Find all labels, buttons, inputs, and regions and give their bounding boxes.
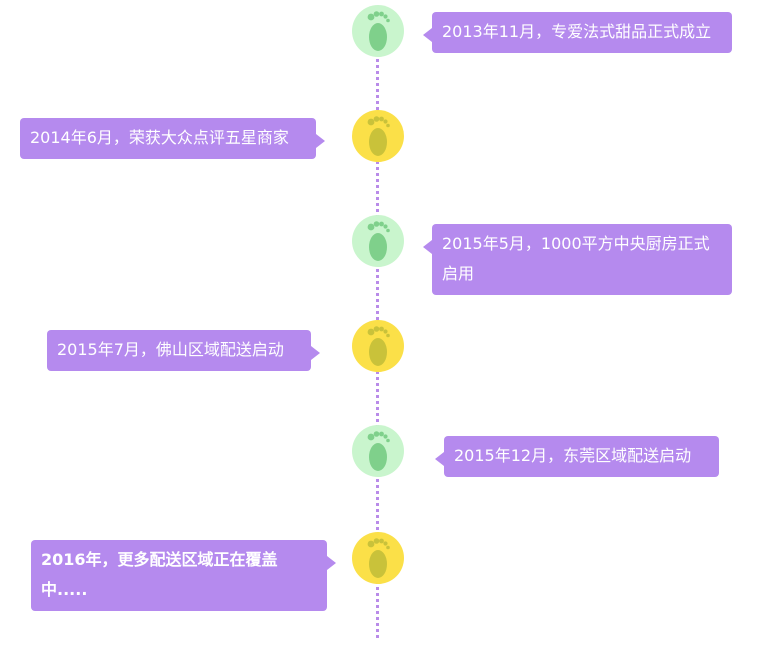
footprint-icon — [367, 431, 390, 471]
timeline-node-6 — [352, 532, 404, 584]
event-bubble-5: 2015年12月，东莞区域配送启动 — [435, 436, 719, 477]
event-bubble-2: 2014年6月，荣获大众点评五星商家 — [20, 118, 325, 159]
footprint-icon — [367, 326, 390, 366]
footprint-icon — [367, 11, 390, 51]
footprint-icon — [367, 221, 390, 261]
footprint-icon — [367, 116, 390, 156]
event-bubble-3: 2015年5月，1000平方中央厨房正式启用 — [423, 224, 732, 295]
event-bubble-4: 2015年7月，佛山区域配送启动 — [47, 330, 320, 371]
timeline-node-2 — [352, 110, 404, 162]
footprint-icon — [367, 538, 390, 578]
timeline-node-1 — [352, 5, 404, 57]
event-bubble-1: 2013年11月，专爱法式甜品正式成立 — [423, 12, 732, 53]
timeline-node-5 — [352, 425, 404, 477]
timeline-node-3 — [352, 215, 404, 267]
event-bubble-6: 2016年，更多配送区域正在覆盖中..... — [31, 540, 336, 611]
timeline-node-4 — [352, 320, 404, 372]
